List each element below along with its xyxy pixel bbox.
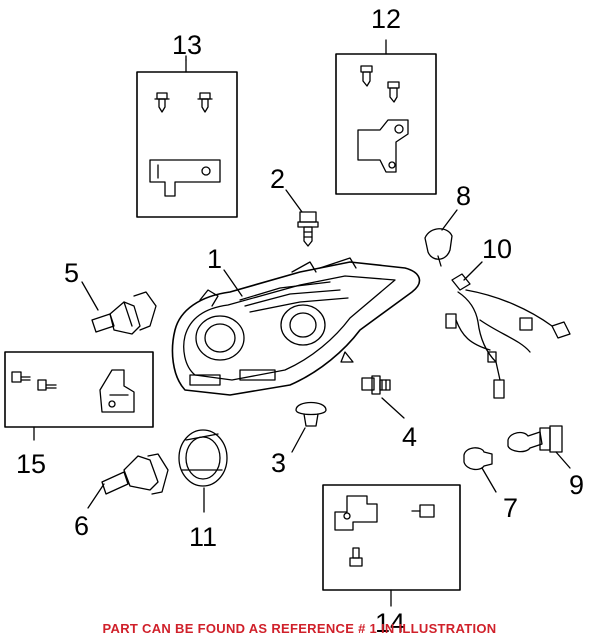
bracket-icon xyxy=(149,159,221,197)
bulb-7 xyxy=(463,447,493,471)
callout-13: 13 xyxy=(172,30,202,60)
bracket-icon xyxy=(357,119,409,173)
callout-12: 12 xyxy=(371,4,401,34)
screw-icon xyxy=(37,379,57,391)
clip-icon xyxy=(197,92,213,113)
callout-7: 7 xyxy=(503,493,518,523)
callout-4: 4 xyxy=(402,422,417,452)
kit-box-12 xyxy=(335,39,437,195)
clip-icon xyxy=(349,547,363,567)
bulb-9 xyxy=(507,425,563,453)
bulb-8 xyxy=(424,228,453,267)
kit-box-15 xyxy=(4,351,154,441)
kit-box-14 xyxy=(322,484,461,607)
screw-icon xyxy=(411,504,435,518)
callout-2: 2 xyxy=(270,164,285,194)
callout-6: 6 xyxy=(74,511,89,541)
callout-15: 15 xyxy=(16,449,46,479)
callout-9: 9 xyxy=(569,470,584,500)
clip-3 xyxy=(295,401,327,427)
footer-note: PART CAN BE FOUND AS REFERENCE # 1 IN IL… xyxy=(102,621,497,636)
cap-11 xyxy=(178,429,228,487)
headlamp-assembly xyxy=(171,257,421,396)
callout-10: 10 xyxy=(482,234,512,264)
callout-1: 1 xyxy=(207,244,222,274)
clip-icon xyxy=(154,92,170,113)
callout-14: 14 xyxy=(375,608,405,638)
callout-11: 11 xyxy=(189,522,217,552)
screw-icon xyxy=(11,371,31,383)
callout-8: 8 xyxy=(456,181,471,211)
bolt-2 xyxy=(297,211,319,247)
leader-lines xyxy=(81,55,571,513)
mount-bracket-icon xyxy=(99,369,135,413)
bracket-icon xyxy=(334,495,378,531)
callout-3: 3 xyxy=(271,448,286,478)
wire-harness-10 xyxy=(445,273,571,399)
kit-box-13 xyxy=(136,59,238,218)
bulb-6 xyxy=(101,453,169,495)
clip-icon xyxy=(387,81,400,103)
clip-icon xyxy=(360,65,373,87)
bulb-5 xyxy=(91,291,157,335)
screw-4 xyxy=(361,375,391,395)
callout-5: 5 xyxy=(64,258,79,288)
